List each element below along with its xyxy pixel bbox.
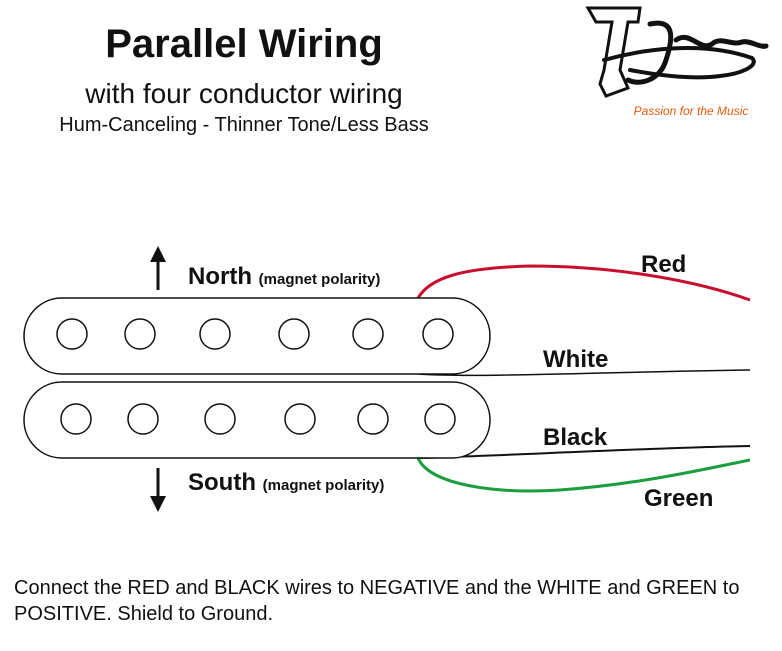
pole-piece (284, 403, 316, 435)
pole-piece (60, 403, 92, 435)
pole-piece (422, 318, 454, 350)
pole-piece (124, 318, 156, 350)
south-label-text: South (188, 469, 256, 496)
pole-piece (357, 403, 389, 435)
south-label: South (magnet polarity) (188, 469, 384, 497)
wiring-instructions: Connect the RED and BLACK wires to NEGAT… (14, 577, 740, 625)
white-wire-label: White (543, 346, 609, 373)
red-wire-label: Red (641, 251, 687, 278)
white-wire (417, 369, 751, 377)
logo-script-j (625, 20, 674, 85)
logo-script-ones (673, 35, 769, 49)
north-label-text: North (188, 263, 252, 290)
logo-tv-emblem (585, 6, 642, 98)
bottom-coil (23, 381, 491, 459)
pole-piece (278, 318, 310, 350)
pole-piece (352, 318, 384, 350)
pole-piece (56, 318, 88, 350)
pole-piece (127, 403, 159, 435)
south-polarity-note: (magnet polarity) (262, 477, 385, 494)
logo-swoosh (602, 46, 756, 80)
north-arrow-icon (150, 246, 166, 290)
green-wire-label: Green (644, 485, 714, 512)
tone-tagline: Hum-Canceling - Thinner Tone/Less Bass (59, 114, 429, 136)
red-wire (416, 264, 751, 302)
green-wire (416, 457, 751, 493)
pole-piece (204, 403, 236, 435)
page-subtitle: with four conductor wiring (85, 78, 403, 109)
south-arrow-icon (150, 468, 166, 512)
black-wire-label: Black (543, 424, 608, 451)
top-coil (23, 297, 491, 375)
page-title: Parallel Wiring (105, 22, 383, 66)
logo-slogan: Passion for the Music (633, 104, 749, 118)
north-label: North (magnet polarity) (188, 263, 380, 291)
pole-piece (199, 318, 231, 350)
tv-jones-logo (585, 6, 769, 98)
pole-piece (424, 403, 456, 435)
north-polarity-note: (magnet polarity) (258, 271, 381, 288)
